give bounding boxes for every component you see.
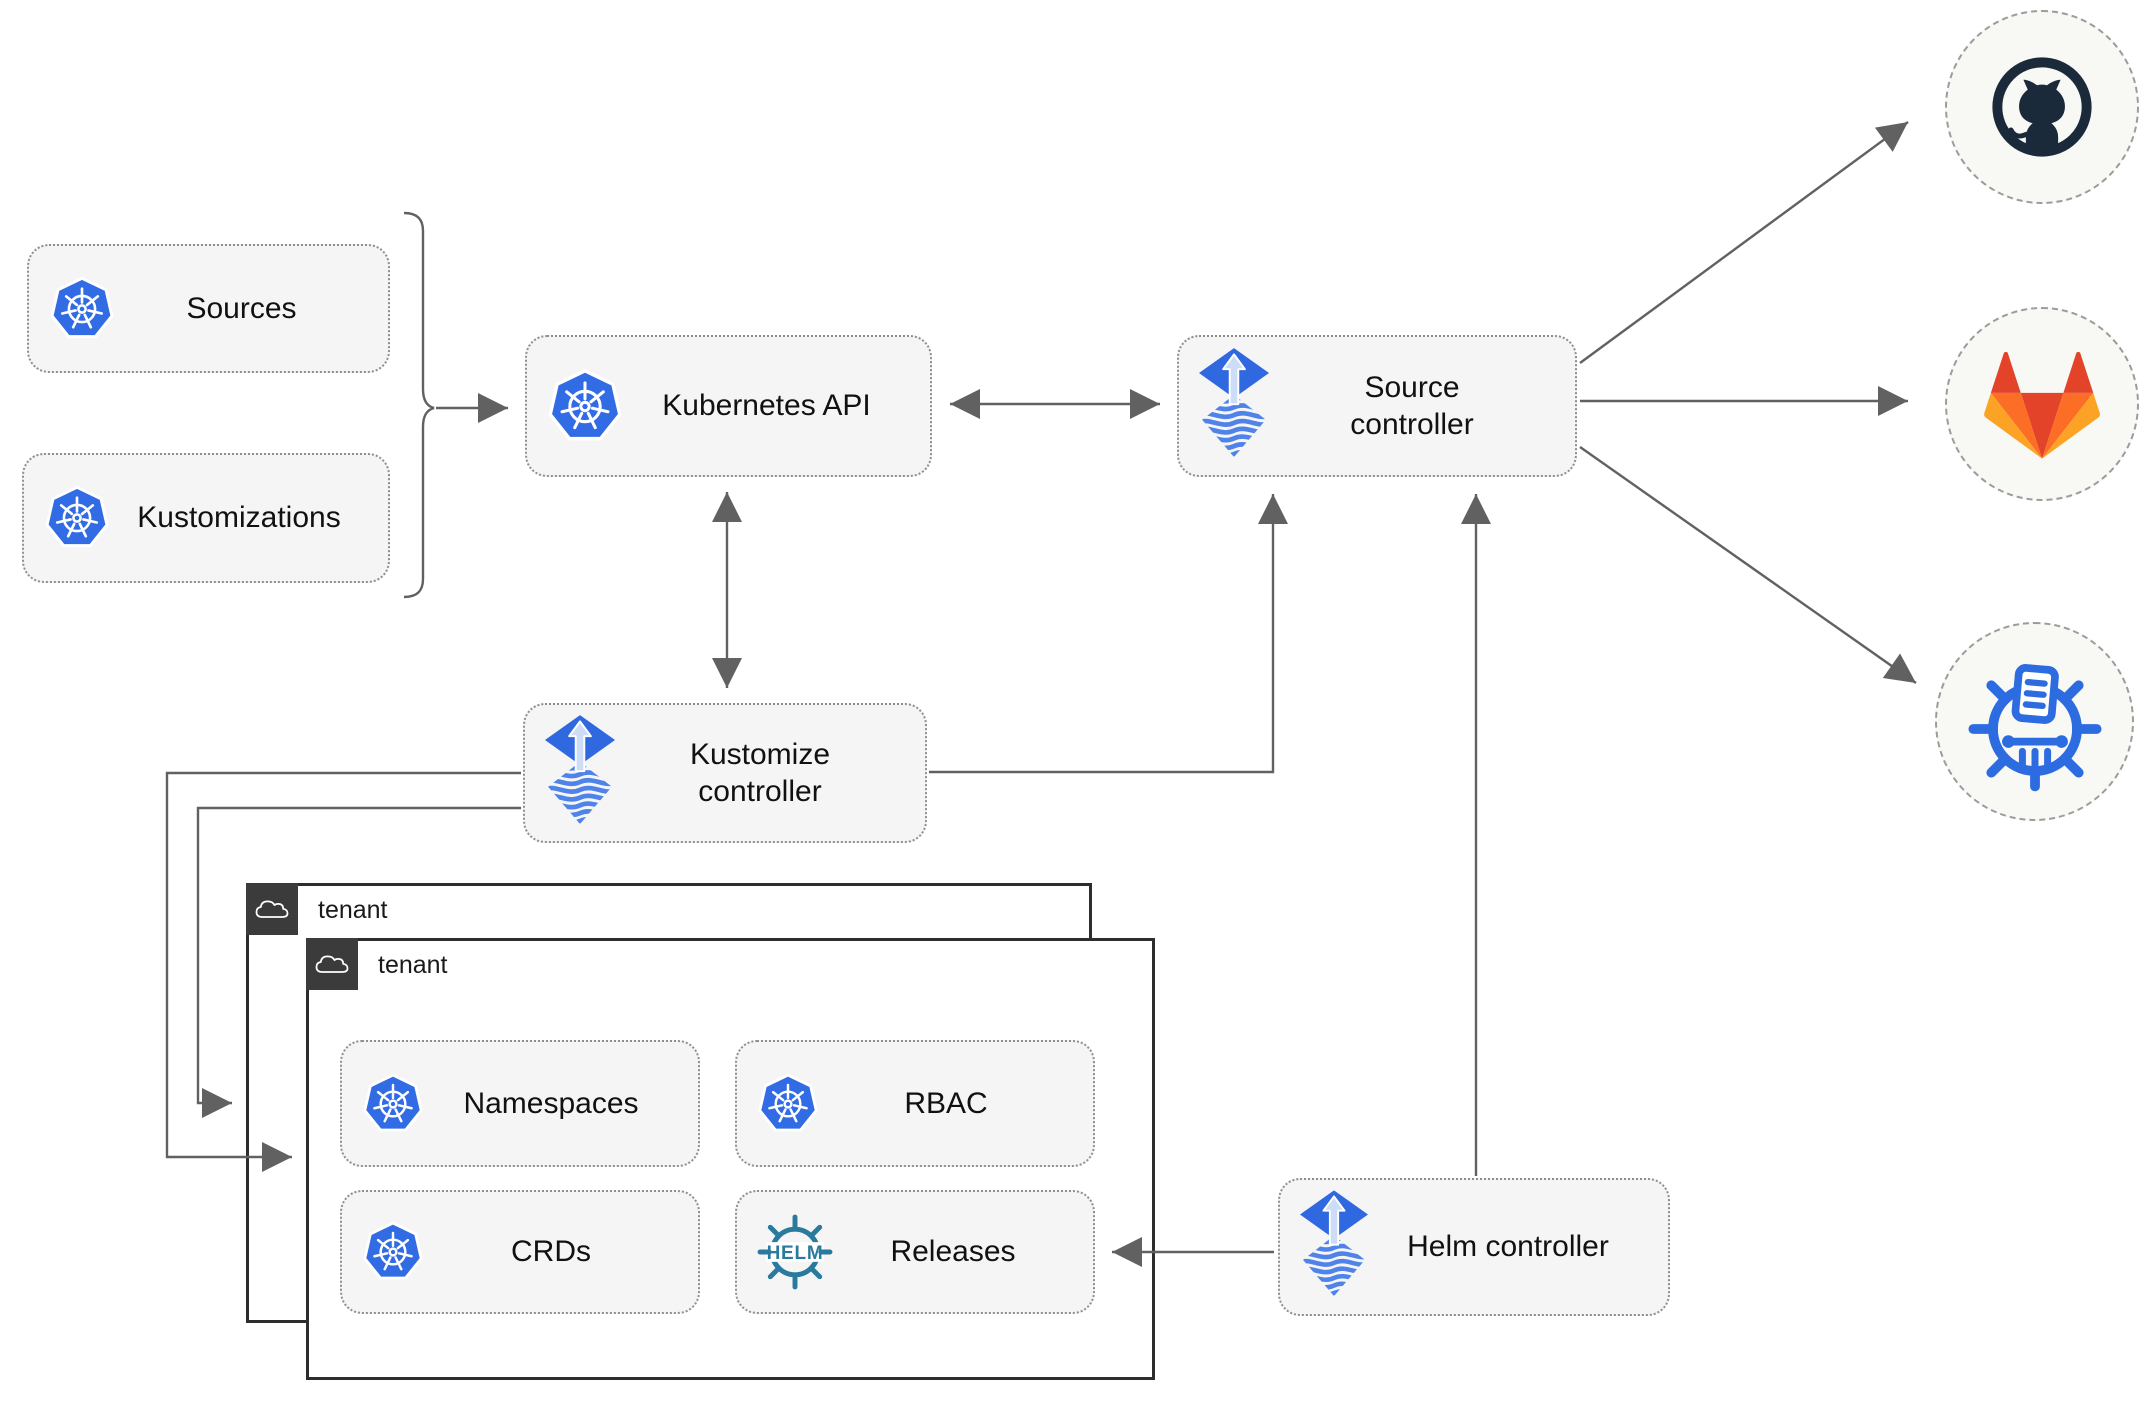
flux-icon: [545, 715, 615, 832]
node-source-controller-label: Source controller: [1350, 370, 1474, 442]
node-sources: Sources: [27, 244, 390, 373]
node-source-controller: Source controller: [1177, 335, 1577, 477]
arrow-kustomize-to-source-controller: [929, 494, 1288, 774]
endpoint-github: [1945, 10, 2139, 204]
flux-icon: [1300, 1190, 1368, 1304]
node-rbac-label: RBAC: [904, 1086, 988, 1120]
tenant-front-label: tenant: [378, 951, 448, 979]
node-kustomizations: Kustomizations: [22, 453, 390, 583]
kubernetes-icon: [757, 1072, 819, 1136]
arrow-source-controller-to-chartmuseum: [1579, 446, 1917, 684]
node-sources-label: Sources: [186, 291, 297, 325]
node-kustomize-controller-label: Kustomize controller: [689, 737, 831, 809]
arrow-source-controller-to-github: [1579, 121, 1909, 364]
cloud-icon: [254, 897, 290, 922]
kubernetes-icon: [547, 367, 623, 446]
cloud-icon: [314, 952, 350, 977]
kubernetes-icon: [49, 275, 115, 343]
kubernetes-icon: [44, 484, 110, 552]
tenant-back-label: tenant: [318, 896, 388, 924]
brace-sources-group: [403, 211, 435, 599]
flux-icon: [1199, 348, 1269, 465]
node-helm-controller-label: Helm controller: [1407, 1230, 1609, 1264]
tenant-front-tab: [306, 938, 358, 990]
node-rbac: RBAC: [735, 1040, 1095, 1167]
node-kustomizations-label: Kustomizations: [137, 501, 341, 535]
node-kubernetes-api-label: Kubernetes API: [662, 389, 871, 423]
chartmuseum-icon: [1965, 652, 2105, 792]
github-icon: [1980, 45, 2104, 169]
kubernetes-icon: [362, 1072, 424, 1136]
gitlab-icon: [1984, 349, 2100, 460]
node-kubernetes-api: Kubernetes API: [525, 335, 932, 477]
node-helm-controller: Helm controller: [1278, 1178, 1670, 1316]
helm-logo-text: HELM: [767, 1243, 824, 1264]
node-releases: HELM Releases: [735, 1190, 1095, 1314]
endpoint-chartmuseum: [1935, 622, 2134, 821]
node-namespaces: Namespaces: [340, 1040, 700, 1167]
endpoint-gitlab: [1945, 307, 2139, 501]
helm-icon: HELM: [757, 1214, 833, 1290]
kubernetes-icon: [362, 1220, 424, 1284]
node-kustomize-controller: Kustomize controller: [523, 703, 927, 843]
node-releases-label: Releases: [890, 1235, 1016, 1269]
node-crds-label: CRDs: [511, 1235, 591, 1269]
node-crds: CRDs: [340, 1190, 700, 1314]
node-namespaces-label: Namespaces: [463, 1086, 639, 1120]
tenant-back-tab: [246, 883, 298, 935]
